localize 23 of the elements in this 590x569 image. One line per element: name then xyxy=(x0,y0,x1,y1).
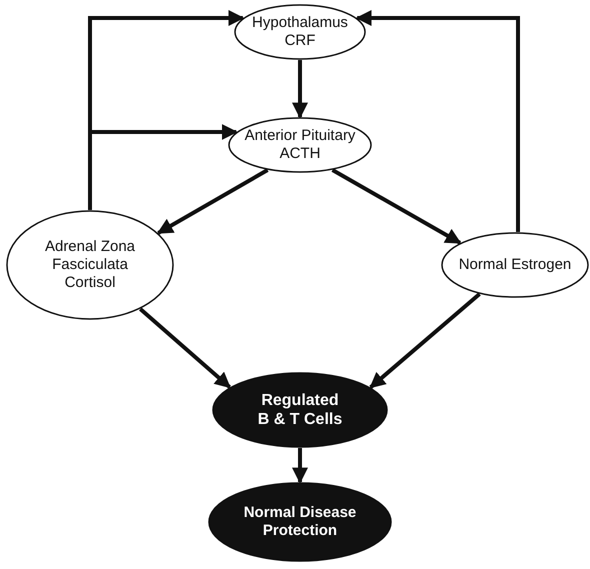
node-label: CRF xyxy=(284,32,316,50)
node-label: Adrenal Zona Fasciculata xyxy=(44,238,136,274)
arrow xyxy=(332,168,462,245)
node-label: Normal Estrogen xyxy=(458,256,572,274)
arrow xyxy=(88,124,238,210)
arrow xyxy=(292,60,308,119)
node-label: Hypothalamus xyxy=(252,14,348,32)
arrow xyxy=(156,168,269,235)
node-label: Anterior Pituitary xyxy=(244,127,356,145)
filled-oval-node xyxy=(208,482,392,562)
oval-node xyxy=(234,4,366,60)
node-label: Regulated B & T Cells xyxy=(256,390,344,430)
filled-oval-node xyxy=(212,372,388,448)
arrow xyxy=(369,292,481,389)
node-label: Cortisol xyxy=(64,274,116,292)
node-label: ACTH xyxy=(280,145,320,163)
node-label: Normal Disease Protection xyxy=(242,504,358,540)
arrow xyxy=(292,448,308,484)
oval-node xyxy=(441,232,589,298)
oval-node xyxy=(228,117,372,173)
arrow xyxy=(356,10,520,232)
oval-node xyxy=(6,210,174,320)
arrow xyxy=(139,308,231,389)
